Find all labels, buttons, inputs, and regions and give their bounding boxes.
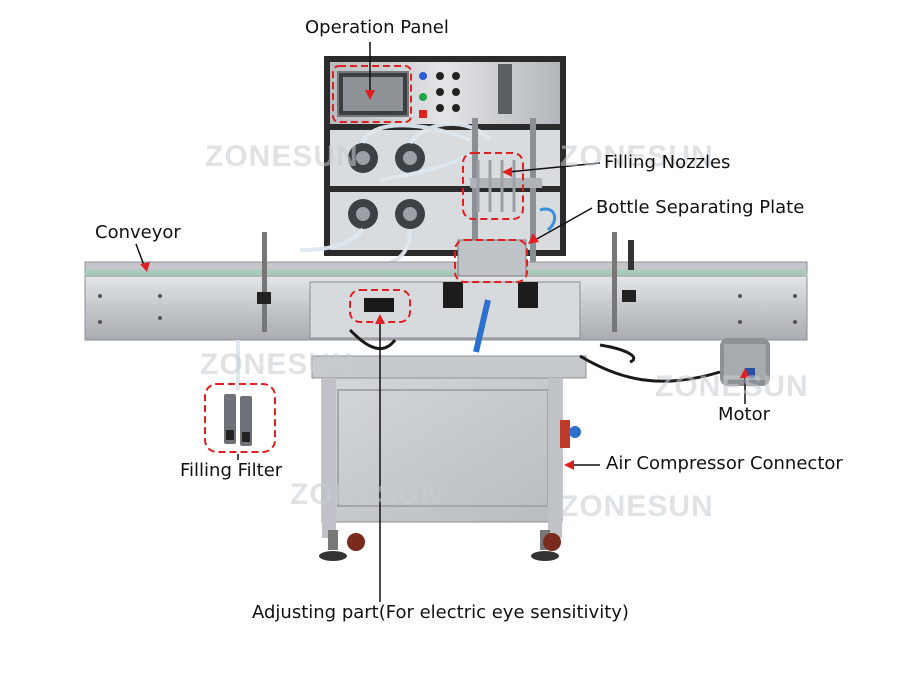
leader-lines — [135, 42, 750, 602]
label-air-compressor-connector: Air Compressor Connector — [606, 453, 843, 474]
air-connector — [560, 420, 581, 448]
label-bottle-separating-plate: Bottle Separating Plate — [596, 197, 805, 218]
button-green — [419, 93, 427, 101]
watermark: ZONESUN — [290, 478, 444, 511]
button-blue — [419, 72, 427, 80]
callout-operation-panel — [332, 65, 412, 123]
callout-separating-plate — [454, 239, 528, 283]
watermark: ZONESUN — [560, 490, 714, 523]
peristaltic-pumps — [348, 143, 425, 229]
callout-nozzles — [462, 152, 524, 220]
caster-wheels — [319, 530, 561, 561]
cabinet — [321, 377, 563, 523]
electric-eye — [364, 298, 394, 312]
filling-filter — [224, 340, 252, 446]
watermark: ZONESUN — [200, 348, 354, 381]
label-filling-filter: Filling Filter — [180, 460, 283, 481]
separating-plate — [457, 239, 527, 277]
label-conveyor: Conveyor — [95, 222, 181, 243]
watermark: ZONESUN — [205, 140, 359, 173]
callout-filling-filter — [204, 383, 276, 453]
guide-posts — [257, 232, 636, 332]
label-motor: Motor — [718, 404, 771, 425]
switch-red — [419, 110, 427, 118]
watermark: ZONESUN — [560, 140, 714, 173]
label-operation-panel: Operation Panel — [305, 17, 449, 38]
nozzles — [476, 160, 516, 212]
motor — [720, 338, 770, 386]
label-filling-nozzles: Filling Nozzles — [604, 152, 731, 173]
nozzle-bar — [470, 178, 542, 188]
label-adjusting-part: Adjusting part(For electric eye sensitiv… — [252, 602, 629, 623]
watermark: ZONESUN — [655, 370, 809, 403]
